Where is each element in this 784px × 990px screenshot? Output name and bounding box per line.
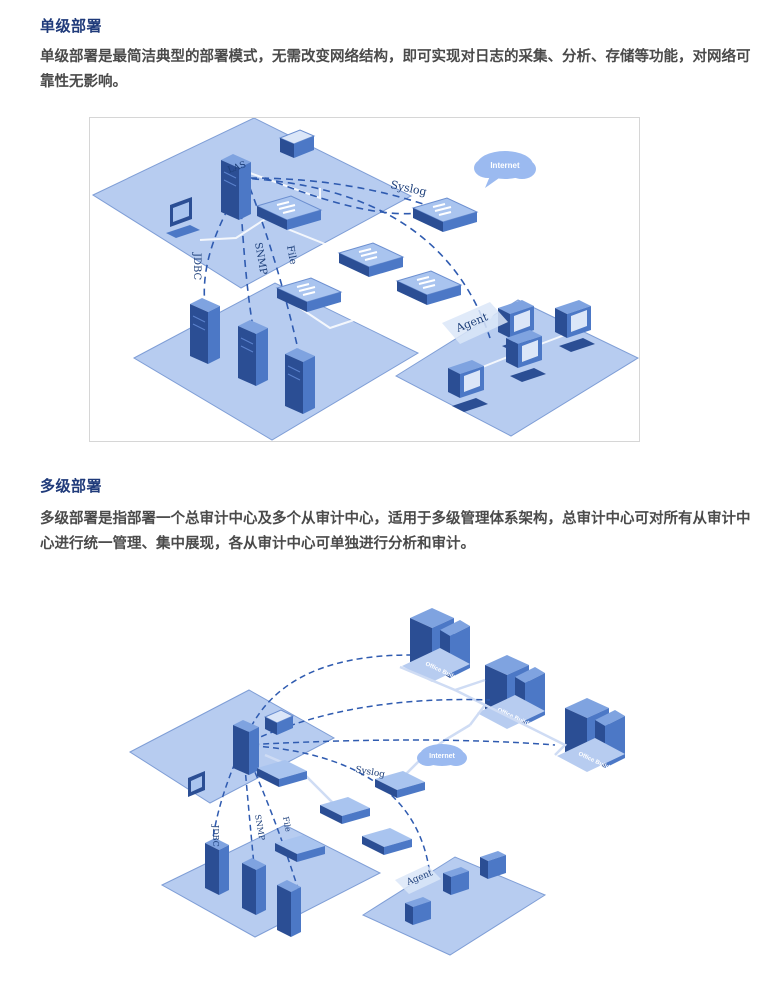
server-icon: [237, 319, 269, 387]
top-platform: [91, 118, 413, 289]
multi-deployment-title: 多级部署: [40, 477, 103, 495]
single-deployment-title: 单级部署: [40, 17, 103, 35]
printer-icon: [278, 129, 316, 158]
single-deployment-diagram: LAS Agent Internet Syslog File: [89, 117, 640, 442]
multi-deployment-description: 多级部署是指部署一个总审计中心及多个从审计中心，适用于多级管理体系架构，总审计中…: [40, 511, 751, 552]
server-platform: [160, 824, 382, 938]
file-label: File: [281, 816, 293, 833]
switch-icon: [320, 797, 370, 824]
internet-label: Internet: [490, 161, 520, 170]
snmp-label: SNMP: [253, 814, 266, 842]
switch-icon: [275, 835, 325, 862]
single-deployment-description: 单级部署是最简洁典型的部署模式，无需改变网络结构，即可实现对日志的采集、分析、存…: [40, 49, 751, 90]
monitor-icon: [188, 771, 205, 797]
jdbc-label: JDBC: [211, 824, 220, 847]
jdbc-label: JDBC: [191, 252, 202, 281]
switch-icon: [396, 270, 462, 306]
las-server-icon: [233, 720, 259, 775]
internet-cloud-icon: Internet: [474, 151, 536, 188]
agent-computer-icon: [443, 867, 469, 895]
internet-cloud-icon: Internet: [417, 744, 467, 766]
file-label: File: [284, 245, 298, 266]
switch-icon: [362, 828, 412, 855]
server-icon: [205, 838, 229, 895]
switch-icon: [375, 771, 425, 798]
printer-icon: [263, 709, 295, 735]
agent-computer-icon: [405, 897, 431, 925]
server-platform: [132, 282, 420, 441]
multi-deployment-svg: Office Building Office Building Office B…: [129, 608, 625, 956]
server-icon: [242, 858, 266, 915]
agent-badge: Agent: [395, 865, 441, 894]
top-platform: [129, 689, 336, 804]
syslog-label: Syslog: [354, 765, 385, 780]
switch-icon: [338, 242, 404, 278]
agent-computer-icon: [480, 851, 506, 879]
server-icon: [284, 347, 316, 415]
switch-icon: [257, 760, 307, 787]
server-icon: [189, 297, 221, 365]
server-icon: [277, 880, 301, 937]
multi-deployment-diagram: Office Building Office Building Office B…: [125, 595, 655, 970]
single-deployment-svg: LAS Agent Internet Syslog File: [91, 118, 640, 441]
internet-label: Internet: [429, 753, 455, 760]
